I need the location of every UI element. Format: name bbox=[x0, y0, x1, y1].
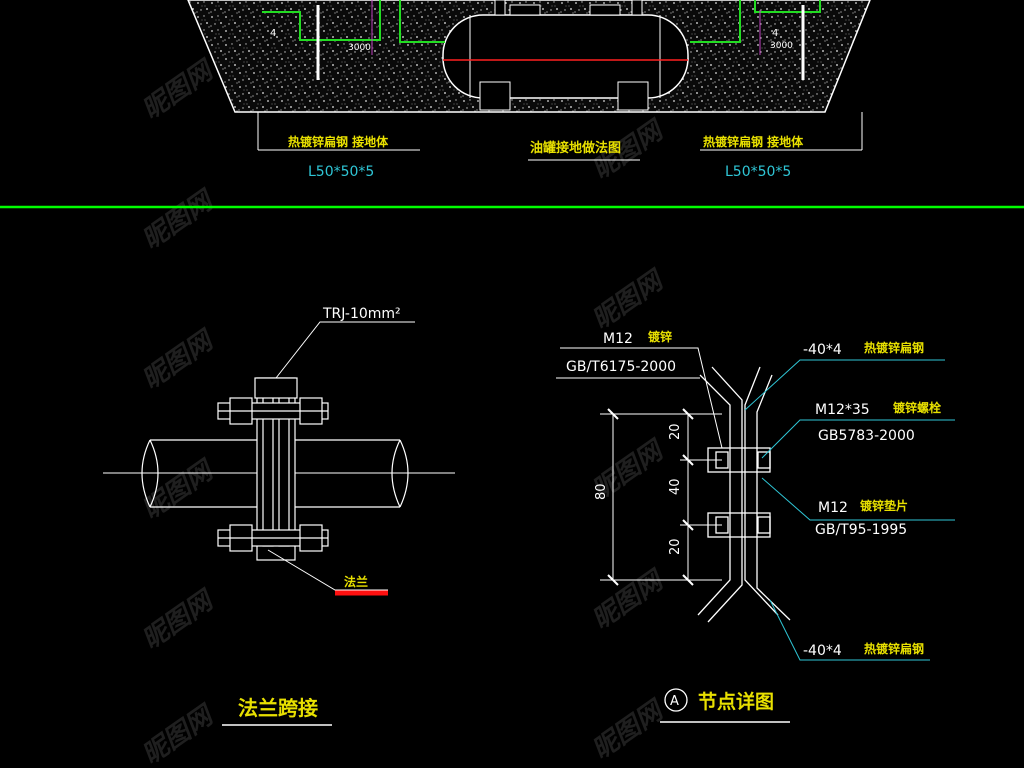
flange-label: 法兰 bbox=[344, 574, 368, 589]
screw-material: 镀锌螺栓 bbox=[893, 400, 941, 415]
washer-std: GB/T95-1995 bbox=[815, 522, 907, 538]
svg-text:昵图网: 昵图网 bbox=[137, 699, 221, 768]
left-dim-b: 3000 bbox=[348, 43, 371, 53]
tank-grounding-drawing: 4 3000 4 3000 热镀锌扁钢 接地体 L50*50*5 油罐接地做法图… bbox=[187, 0, 871, 180]
svg-text:昵图网: 昵图网 bbox=[137, 184, 221, 256]
washer-spec: M12 bbox=[818, 500, 848, 516]
flange-assembly bbox=[217, 377, 329, 561]
watermarks: 昵图网 昵图网 昵图网 昵图网 昵图网 昵图网 昵图网 昵图网 昵图网 昵图网 … bbox=[137, 54, 671, 768]
steel-bottom-spec: -40*4 bbox=[803, 643, 842, 659]
right-dim-a: 4 bbox=[772, 28, 778, 39]
bolt-top-label-a: M12 bbox=[603, 331, 633, 347]
left-material-label: 热镀锌扁钢 接地体 bbox=[288, 134, 389, 149]
detail-marker-circle bbox=[664, 688, 688, 712]
screw-spec: M12*35 bbox=[815, 402, 870, 418]
right-spec-label: L50*50*5 bbox=[725, 164, 791, 180]
steel-bottom-material: 热镀锌扁钢 bbox=[864, 641, 924, 656]
steel-top-material: 热镀锌扁钢 bbox=[864, 340, 924, 355]
right-dim-b: 3000 bbox=[770, 41, 793, 51]
left-grounding-conductor: 4 3000 bbox=[262, 0, 445, 80]
oil-tank bbox=[442, 0, 689, 111]
svg-text:昵图网: 昵图网 bbox=[587, 564, 671, 636]
svg-text:昵图网: 昵图网 bbox=[137, 324, 221, 396]
right-material-label: 热镀锌扁钢 接地体 bbox=[703, 134, 804, 149]
bolt-top-std: GB/T6175-2000 bbox=[566, 359, 676, 375]
steel-top-spec: -40*4 bbox=[803, 342, 842, 358]
node-drawing-title: 节点详图 bbox=[698, 690, 774, 713]
bolt-top-label-b: 镀锌 bbox=[648, 329, 672, 344]
dim-top: 20 bbox=[668, 423, 683, 440]
svg-text:昵图网: 昵图网 bbox=[587, 264, 671, 336]
detail-marker-label: A bbox=[670, 694, 679, 709]
svg-text:昵图网: 昵图网 bbox=[137, 454, 221, 526]
tank-drawing-title: 油罐接地做法图 bbox=[530, 140, 621, 156]
washer-material: 镀锌垫片 bbox=[860, 498, 908, 513]
node-detail-drawing: 80 20 40 20 M12 镀锌 bbox=[556, 329, 955, 723]
dim-total: 80 bbox=[594, 483, 609, 500]
dim-bottom: 20 bbox=[668, 538, 683, 555]
svg-text:昵图网: 昵图网 bbox=[137, 54, 221, 126]
right-grounding-conductor: 4 3000 bbox=[690, 0, 821, 80]
dim-mid: 40 bbox=[668, 478, 683, 495]
screw-std: GB5783-2000 bbox=[818, 428, 915, 444]
flange-bridging-drawing: TRJ-10mm² 法兰 法兰跨接 bbox=[103, 306, 455, 726]
left-dim-a: 4 bbox=[270, 28, 276, 39]
svg-text:昵图网: 昵图网 bbox=[137, 584, 221, 656]
svg-text:昵图网: 昵图网 bbox=[587, 694, 671, 766]
bent-steel bbox=[697, 366, 791, 623]
left-spec-label: L50*50*5 bbox=[308, 164, 374, 180]
flange-drawing-title: 法兰跨接 bbox=[238, 696, 318, 720]
wire-spec-label: TRJ-10mm² bbox=[322, 306, 401, 322]
